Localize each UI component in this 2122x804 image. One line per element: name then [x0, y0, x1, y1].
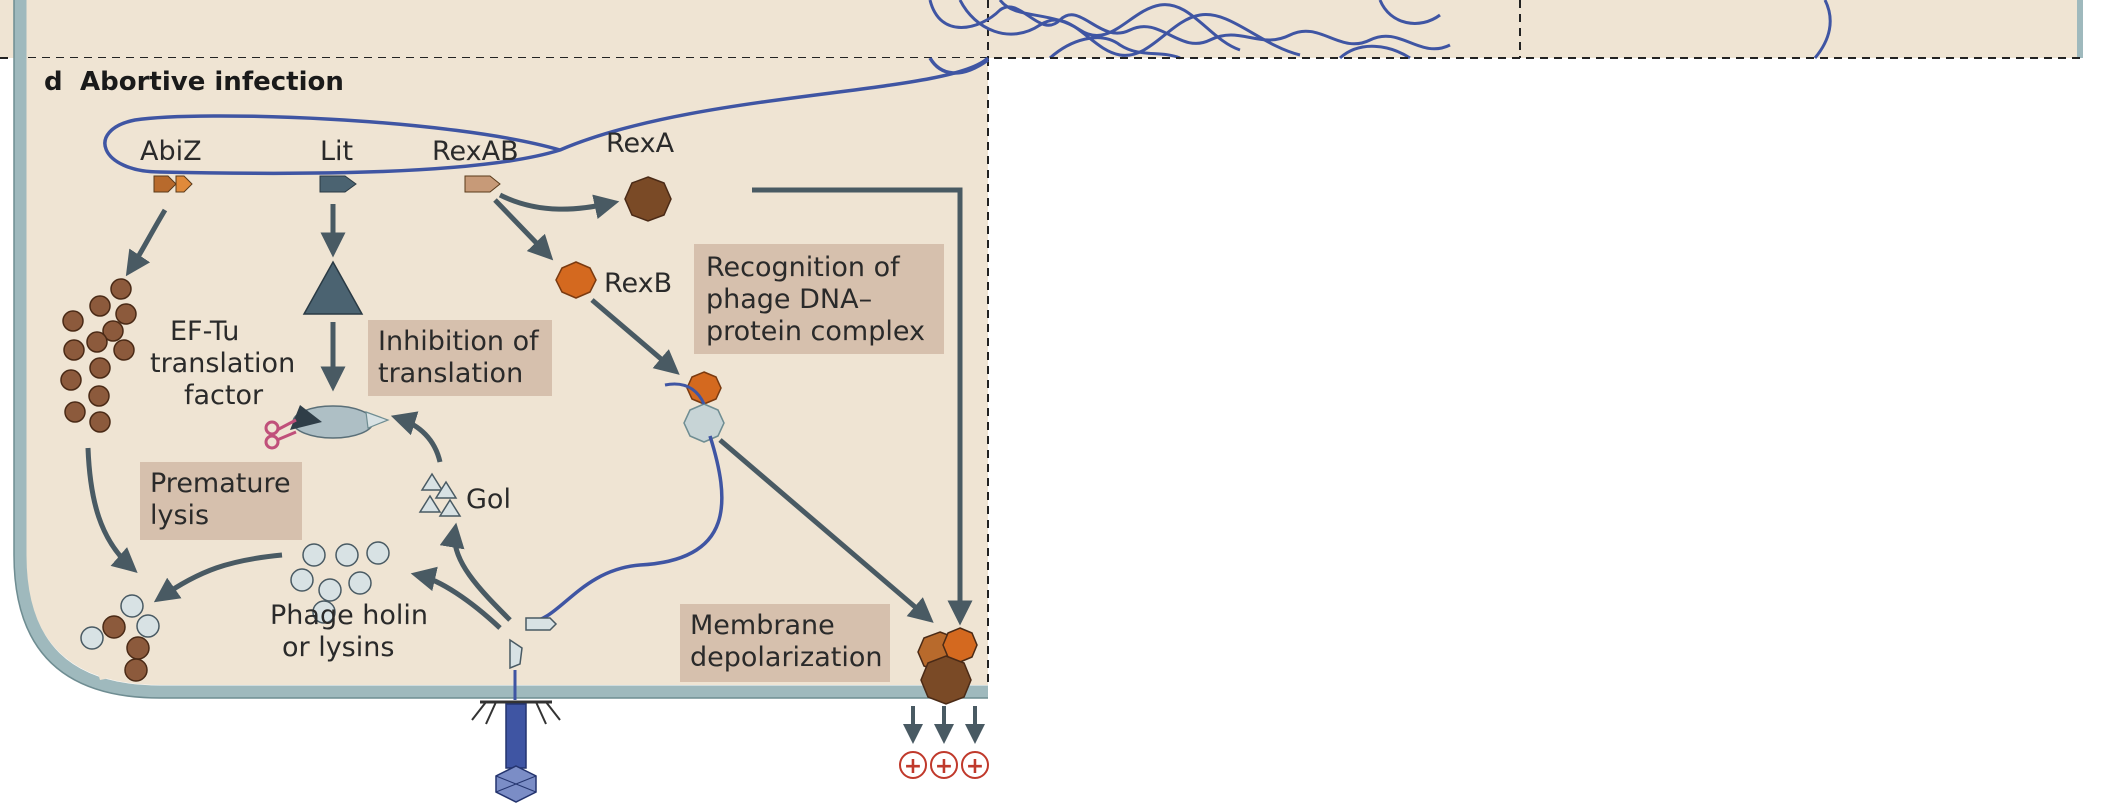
lysis-line-1: Premature: [150, 468, 291, 499]
rexab-membrane-complex: [917, 627, 978, 705]
upper-panel-strip: [0, 0, 2083, 60]
lysis-pore: [78, 594, 160, 682]
label-gol: Gol: [466, 484, 511, 515]
gol-peptides: [418, 472, 462, 517]
gene-label-lit: Lit: [320, 136, 353, 167]
eftu-line-2: translation: [150, 348, 295, 379]
ion-efflux: + + +: [899, 706, 989, 779]
depolarization-box: [680, 604, 890, 682]
lit-protease: [302, 260, 364, 315]
scissors-icon: [264, 418, 297, 450]
arrow-rexa-to-membrane: [752, 187, 973, 626]
gene-label-rexab: RexAB: [432, 136, 519, 167]
inhibition-line-2: translation: [378, 358, 523, 389]
label-rexb: RexB: [604, 268, 672, 299]
recognition-line-2: phage DNA–: [706, 284, 872, 315]
lysis-line-2: lysis: [150, 500, 209, 531]
prophage-dna: [103, 56, 990, 176]
gene-lit: [319, 175, 357, 193]
recognition-line-1: Recognition of: [706, 252, 901, 283]
rexa-protein: [624, 176, 672, 222]
rexb-protein: [555, 261, 597, 299]
ion-plus: +: [904, 754, 922, 779]
injected-phage-dna: [529, 435, 724, 624]
inhibition-line-1: Inhibition of: [378, 326, 540, 357]
gene-rexab: [464, 175, 501, 193]
ion-plus: +: [966, 754, 984, 779]
panel-title: Abortive infection: [80, 67, 344, 97]
panel-letter: d: [44, 67, 63, 97]
cell-membrane: [13, 0, 988, 699]
holin-line-1: Phage holin: [270, 600, 428, 631]
gene-abiz: [153, 175, 193, 193]
eftu-line-3: factor: [184, 380, 264, 411]
label-rexa: RexA: [606, 128, 675, 159]
abiz-products: [60, 278, 137, 433]
lysis-box: [140, 462, 302, 540]
holin-line-2: or lysins: [282, 632, 394, 663]
inhibition-box: [368, 320, 552, 396]
depolarization-line-1: Membrane: [690, 610, 835, 641]
eftu-line-1: EF-Tu: [170, 316, 239, 347]
recognition-line-3: protein complex: [706, 316, 925, 347]
ion-plus: +: [935, 754, 953, 779]
gene-label-abiz: AbiZ: [140, 136, 202, 167]
depolarization-line-2: depolarization: [690, 642, 883, 673]
phage-icon: [471, 700, 561, 803]
holin-molecules: [290, 541, 390, 624]
recognition-box: [694, 244, 944, 354]
